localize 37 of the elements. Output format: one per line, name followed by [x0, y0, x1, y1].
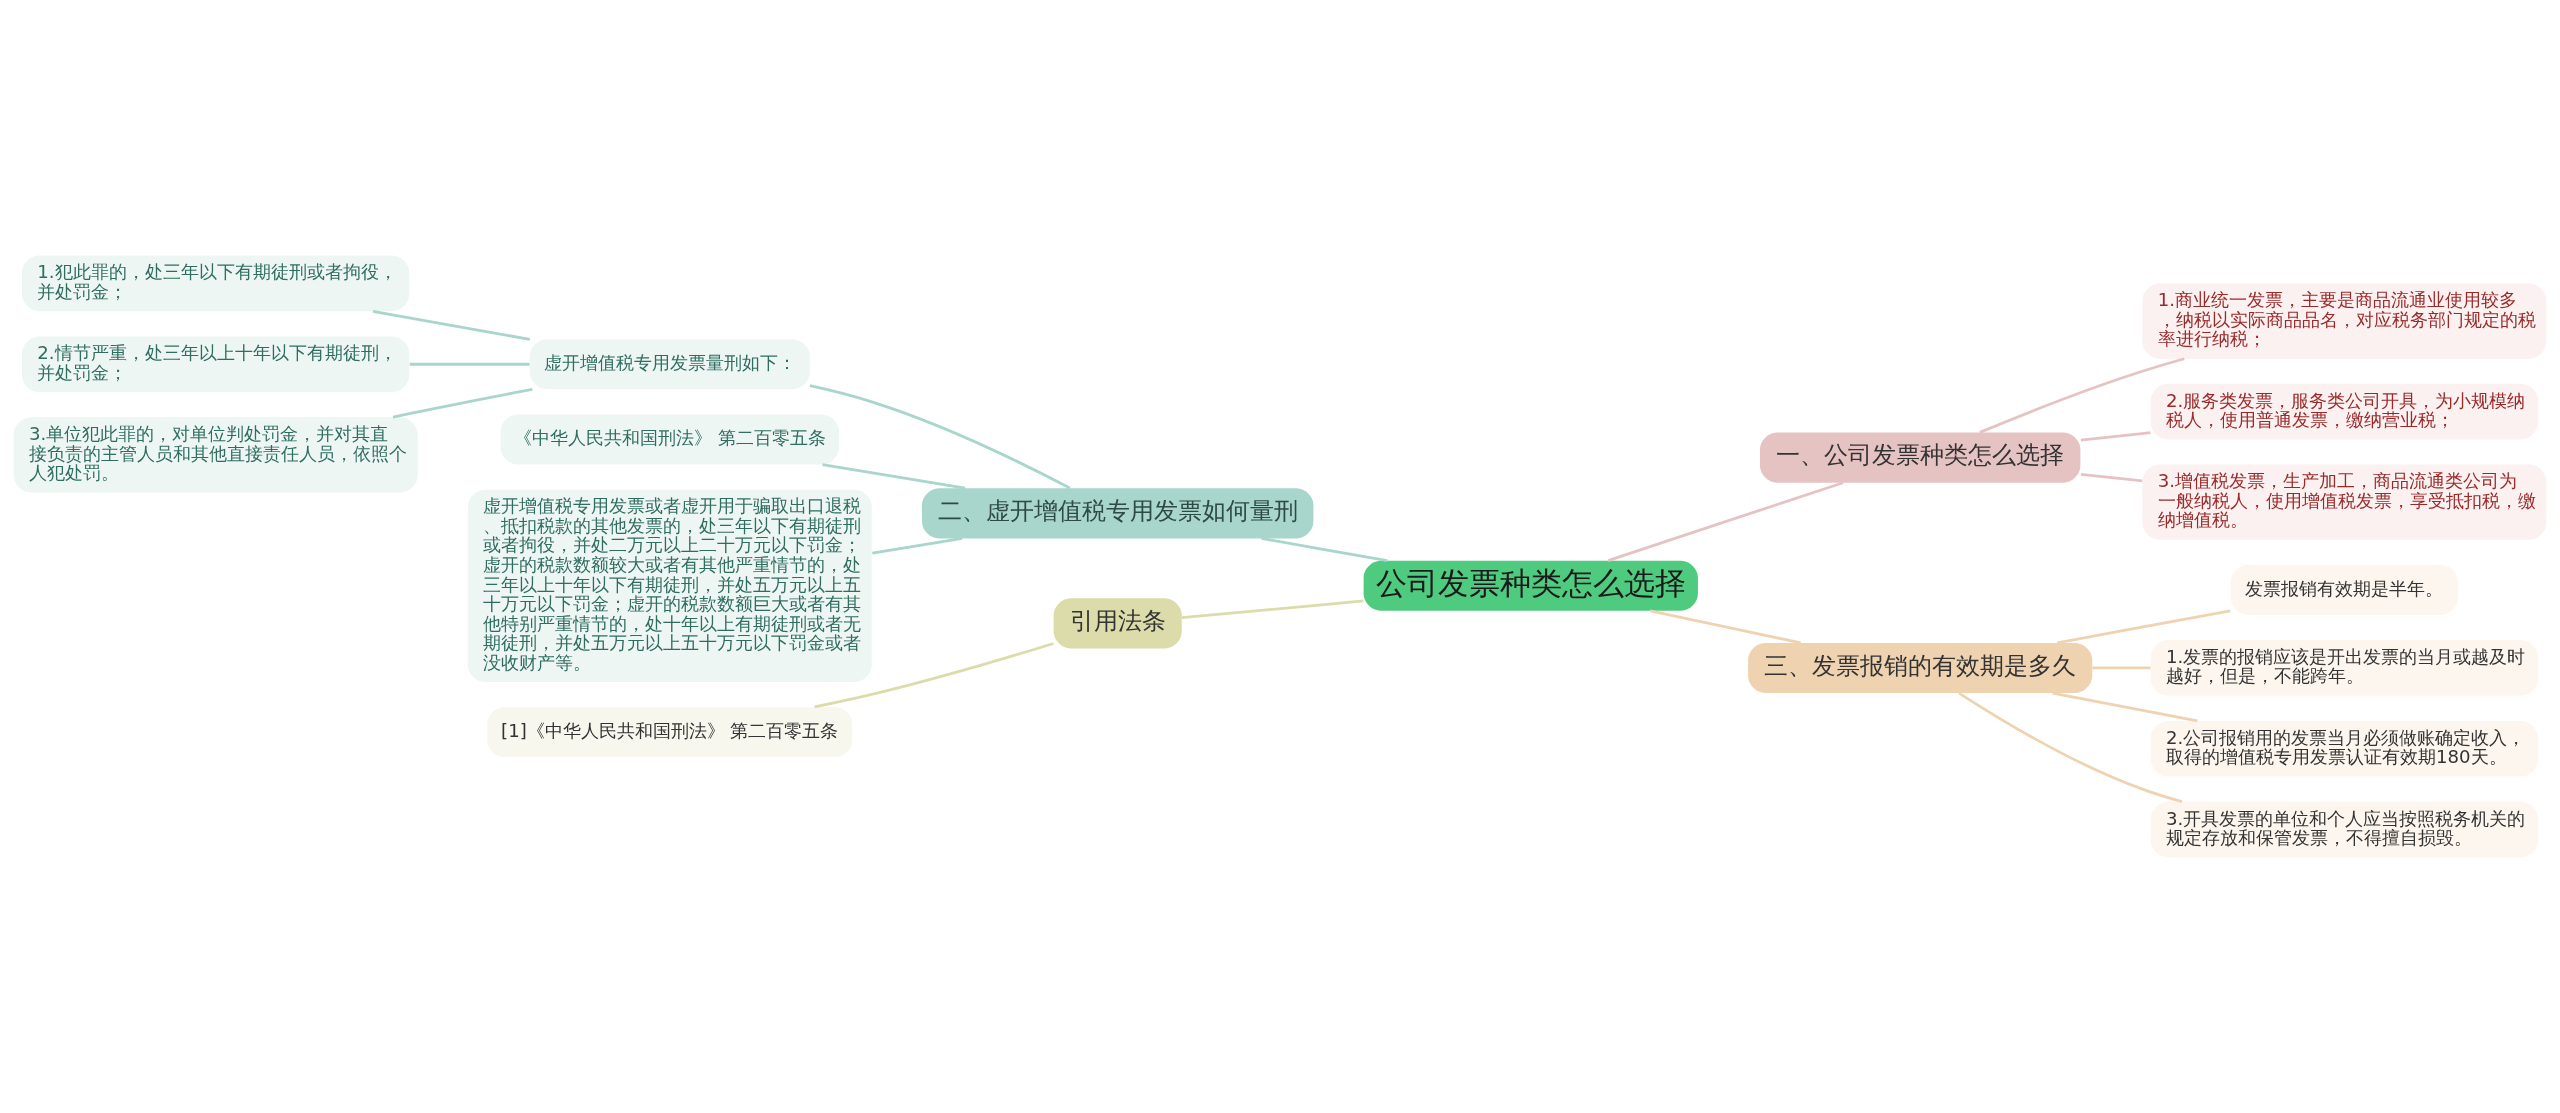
node-box: 虚开增值税专用发票量刑如下：	[529, 339, 810, 390]
connector	[1261, 537, 1388, 563]
node-box: 虚开增值税专用发票或者虚开用于骗取出口退税、抵扣税款的其他发票的，处三年以下有期徒刑或者拘役，并处二万元以上二十万元以下罚金；虚开的税款数额较大或者有其他严重情节的，处三年以上十年以下有期徒刑，并处五万元以上五十万元以下罚金；虚开的税款数额巨大或者有其他特别严重情节的，处十年以上有期徒刑或者无期徒刑，并处五万元以上五十万元以下罚金或者没收财产等。	[467, 489, 872, 682]
connector	[2052, 691, 2198, 723]
node-box: 二、虚开增值税专用发票如何量刑	[921, 488, 1314, 539]
connector	[2080, 473, 2143, 483]
connector	[2092, 666, 2151, 670]
node-box: 《中华人民共和国刑法》 第二百零五条	[500, 414, 840, 465]
node-box: 1.犯此罪的，处三年以下有期徒刑或者拘役，并处罚金；	[21, 255, 410, 312]
node-box: 引用法条	[1053, 598, 1182, 649]
connector	[392, 387, 533, 419]
connector	[409, 362, 530, 366]
connector	[822, 463, 966, 490]
node-box: 2.情节严重，处三年以上十年以下有期徒刑，并处罚金；	[21, 336, 410, 393]
node-box: 2.公司报销用的发票当月必须做账确定收入，取得的增值税专用发票认证有效期180天。	[2150, 720, 2539, 777]
node-box: 发票报销有效期是半年。	[2230, 564, 2458, 615]
connector	[372, 310, 530, 341]
connector	[1607, 481, 1844, 562]
node-box: 1.发票的报销应该是开出发票的当月或越及时越好，但是，不能跨年。	[2150, 640, 2539, 696]
connector	[809, 384, 1071, 490]
node-box: 3.开具发票的单位和个人应当按照税务机关的规定存放和保管发票，不得擅自损毁。	[2150, 801, 2539, 858]
connector	[1181, 599, 1364, 619]
connector	[1979, 357, 2185, 434]
node-box: [1]《中华人民共和国刑法》 第二百零五条	[487, 706, 853, 758]
node-box: 1.商业统一发票，主要是商品流通业使用较多，纳税以实际商品品名，对应税务部门规定的税率进行纳税；	[2142, 283, 2547, 359]
connector	[814, 642, 1054, 709]
node-box: 一、公司发票种类怎么选择	[1759, 432, 2081, 483]
connector	[2056, 609, 2231, 645]
node-box: 公司发票种类怎么选择	[1363, 560, 1698, 611]
node-box: 三、发票报销的有效期是多久	[1748, 642, 2093, 694]
connector	[2080, 431, 2151, 442]
connector	[1958, 691, 2183, 803]
node-box: 3.增值税发票，生产加工，商品流通类公司为一般纳税人，使用增值税发票，享受抵扣税，缴纳增值税。	[2142, 464, 2547, 540]
node-box: 3.单位犯此罪的，对单位判处罚金，并对其直接负责的主管人员和其他直接责任人员，依照个人犯处罚。	[13, 417, 418, 493]
connector	[1649, 609, 1801, 645]
node-box: 2.服务类发票，服务类公司开具，为小规模纳税人，使用普通发票，缴纳营业税；	[2150, 383, 2539, 440]
connector	[872, 537, 963, 555]
